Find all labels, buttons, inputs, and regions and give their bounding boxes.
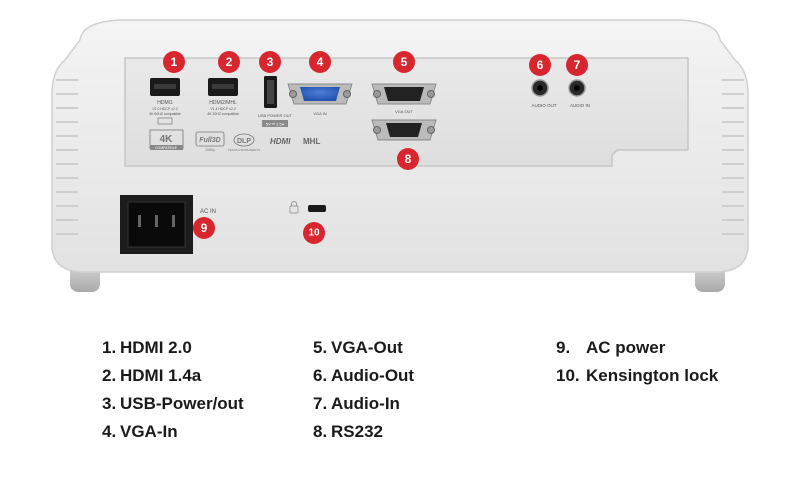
- legend-label: HDMI 1.4a: [120, 366, 202, 385]
- legend-item: 2.HDMI 1.4a: [102, 362, 244, 390]
- legend-label: HDMI 2.0: [120, 338, 192, 357]
- legend-item: 7.Audio-In: [313, 390, 414, 418]
- usb-rating: 5V ⎓ 1.5A: [266, 122, 285, 127]
- badge-9: 9: [193, 217, 215, 239]
- legend-column-1: 1.HDMI 2.0 2.HDMI 1.4a 3.USB-Power/out 4…: [102, 334, 244, 446]
- audio-out-label: AUDIO OUT: [531, 103, 556, 108]
- logo-full3d-subtext: 1080p: [205, 148, 215, 152]
- legend-number: 7.: [313, 394, 328, 413]
- legend-label: Audio-In: [331, 394, 400, 413]
- badge-1: 1: [163, 51, 185, 73]
- legend-item: 4.VGA-In: [102, 418, 244, 446]
- legend-number: 10.: [556, 366, 580, 385]
- legend-item: 6.Audio-Out: [313, 362, 414, 390]
- legend-item: 9. AC power: [556, 334, 718, 362]
- right-vents: [722, 79, 744, 235]
- svg-text:2: 2: [226, 55, 233, 69]
- legend-number: 1.: [102, 338, 117, 357]
- legend-item: 3.USB-Power/out: [102, 390, 244, 418]
- badge-4: 4: [309, 51, 331, 73]
- legend-label: AC power: [586, 338, 666, 357]
- legend-item: 5.VGA-Out: [313, 334, 414, 362]
- hdmi1-spec-line2: 4K 60HZ compatible: [149, 112, 181, 116]
- badge-7: 7: [566, 54, 588, 76]
- legend-column-3: 9. AC power 10. Kensington lock: [556, 334, 718, 390]
- legend-number: 4.: [102, 422, 117, 441]
- kensington-slot[interactable]: [308, 205, 326, 212]
- legend-label: Kensington lock: [586, 366, 719, 385]
- legend-label: Audio-Out: [331, 366, 415, 385]
- legend-number: 9.: [556, 338, 571, 357]
- svg-text:4: 4: [317, 55, 324, 69]
- logo-4k-text: 4K: [160, 134, 174, 145]
- legend-item: 8.RS232: [313, 418, 414, 446]
- badge-6: 6: [529, 54, 551, 76]
- svg-text:9: 9: [201, 221, 208, 235]
- badge-8: 8: [397, 148, 419, 170]
- svg-text:8: 8: [405, 152, 412, 166]
- logo-full3d-text: Full3D: [199, 137, 220, 144]
- logo-full3d: [195, 131, 225, 147]
- vga-out-label: VGA OUT: [395, 109, 413, 114]
- badge-3: 3: [259, 51, 281, 73]
- usb-port-label: USB POWER OUT: [258, 113, 293, 118]
- logo-mhl: MHL: [303, 137, 320, 146]
- svg-text:5: 5: [401, 55, 408, 69]
- badge-5: 5: [393, 51, 415, 73]
- left-vents: [56, 79, 78, 235]
- hdmi1-port-label: HDMI1: [157, 100, 173, 106]
- ac-inlet[interactable]: [127, 201, 186, 248]
- badge-10: 10: [303, 222, 325, 244]
- legend-number: 2.: [102, 366, 117, 385]
- badge-2: 2: [218, 51, 240, 73]
- svg-text:10: 10: [308, 228, 320, 239]
- svg-text:6: 6: [537, 58, 544, 72]
- legend-number: 3.: [102, 394, 117, 413]
- ac-in-label: AC IN: [200, 209, 216, 215]
- logo-dlp-text: DLP: [237, 138, 251, 145]
- logo-hdmi: HDMI: [270, 137, 291, 146]
- legend-label: USB-Power/out: [120, 394, 244, 413]
- legend-column-2: 5.VGA-Out 6.Audio-Out 7.Audio-In 8.RS232: [313, 334, 414, 446]
- projector-rear-body: HDMI1 V2.0 HDCP v2.2 4K 60HZ compatible …: [51, 19, 749, 292]
- svg-text:3: 3: [267, 55, 274, 69]
- legend-label: RS232: [331, 422, 383, 441]
- legend-item: 10. Kensington lock: [556, 362, 718, 390]
- hdmi2-spec-line1: V1.4 HDCP v2.2: [210, 107, 236, 111]
- hdmi2-port-label: HDMI2/MHL: [209, 100, 237, 106]
- svg-text:7: 7: [574, 58, 581, 72]
- hdmi2-spec-line2: 4K 30HZ compatible: [207, 112, 239, 116]
- logo-4k-subtext: COMPATIBLE: [155, 146, 178, 150]
- legend-number: 5.: [313, 338, 328, 357]
- legend-number: 6.: [313, 366, 328, 385]
- svg-text:1: 1: [171, 55, 178, 69]
- audio-in-label: AUDIO IN: [570, 103, 590, 108]
- legend-label: VGA-In: [120, 422, 178, 441]
- logo-dlp: [233, 133, 255, 147]
- logo-dlp-subtext: TEXAS INSTRUMENTS: [228, 148, 260, 152]
- vga-in-label: VGA IN: [313, 111, 326, 116]
- lock-icon: [289, 201, 299, 214]
- legend-number: 8.: [313, 422, 328, 441]
- legend-label: VGA-Out: [331, 338, 403, 357]
- hdmi1-spec-line1: V2.0 HDCP v2.2: [152, 107, 178, 111]
- hdr-icon: [157, 117, 173, 125]
- legend-item: 1.HDMI 2.0: [102, 334, 244, 362]
